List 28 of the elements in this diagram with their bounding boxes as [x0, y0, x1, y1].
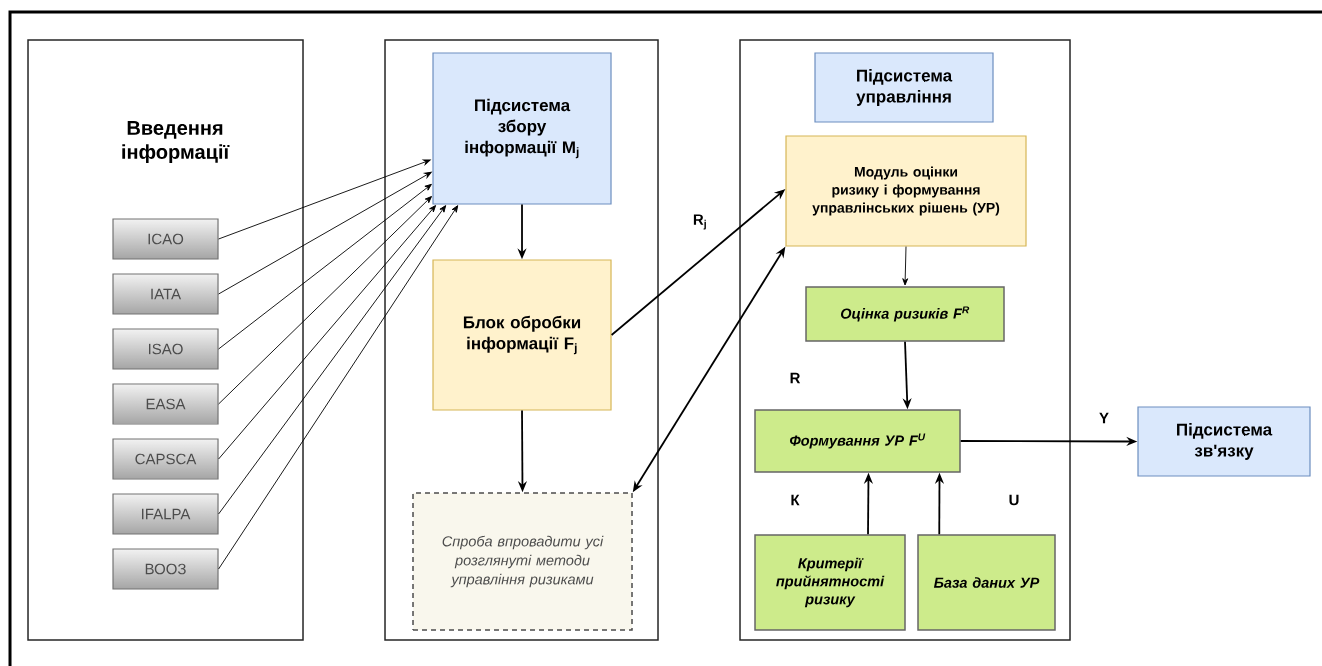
- note-box: Спроба впровадити усі розглянуті методи управління ризиками: [412, 492, 633, 631]
- source-box: IATA: [112, 273, 219, 315]
- signal-label: U: [1009, 494, 1019, 506]
- process-box: База даних УР: [917, 534, 1056, 631]
- signal-label: R: [790, 372, 801, 384]
- subsystem-box: Підсистема управління: [814, 52, 994, 123]
- process-box: Оцінка ризиків F$^{R}$: [805, 286, 1005, 342]
- source-box: IFALPA: [112, 493, 219, 535]
- arrow: [218, 205, 437, 460]
- module-box: Модуль оцінки ризику і формування управлінських рішень (УР): [785, 135, 1027, 247]
- arrow: [902, 246, 909, 286]
- arrow: [218, 196, 432, 405]
- arrow: [218, 205, 459, 570]
- source-box: ISAO: [112, 328, 219, 370]
- source-box: ВООЗ: [112, 548, 219, 590]
- source-box: EASA: [112, 383, 219, 425]
- process-box: Критерії прийнятності ризику: [754, 534, 906, 631]
- arrow: [218, 159, 431, 240]
- subsystem-box: Підсистема збору інформації M$_{j}$: [432, 52, 612, 205]
- process-box: Блок обробки інформації F$_{j}$: [432, 259, 612, 411]
- source-box: ICAO: [112, 218, 219, 260]
- signal-label: К: [791, 494, 800, 506]
- arrow: [218, 205, 447, 515]
- subsystem-box: Підсистема зв'язку: [1137, 406, 1311, 477]
- arrow: [218, 183, 432, 350]
- arrow: [218, 171, 432, 295]
- process-box: Формування УР F$^{U}$: [754, 409, 961, 473]
- source-box: CAPSCA: [112, 438, 219, 480]
